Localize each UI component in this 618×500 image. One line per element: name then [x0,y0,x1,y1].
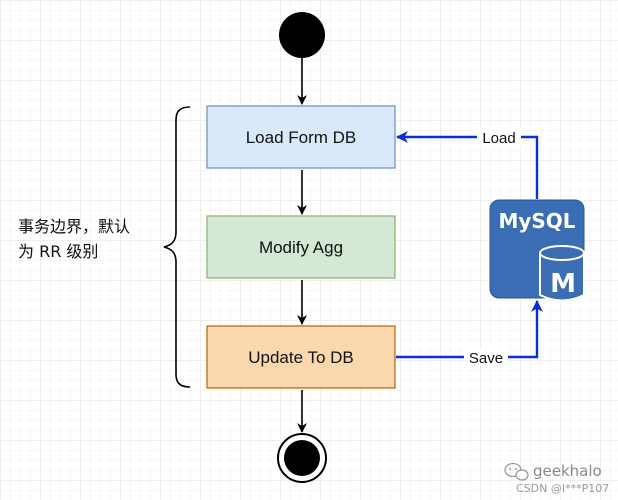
watermark-brand: geekhalo [533,462,602,480]
node-load-form-db[interactable]: Load Form DB [206,105,396,169]
database-cylinder-icon: M [539,245,585,302]
side-note-line1: 事务边界，默认 [18,217,130,236]
mysql-badge-letter: M [550,269,576,299]
watermark-source: CSDN @I***P107 [516,482,609,495]
edge-save-label-bg [464,348,508,366]
mysql-label: MySQL [498,209,575,233]
node-modify-agg[interactable]: Modify Agg [206,215,396,279]
wechat-icon [504,462,529,481]
transaction-brace [163,106,191,388]
edge-load-label-bg [477,128,521,146]
mysql-database-icon[interactable]: MySQL M [489,199,585,302]
start-node [279,12,325,58]
edge-load [396,131,539,199]
edge-save [396,300,543,359]
node-load-label: Load Form DB [246,128,357,147]
node-update-label: Update To DB [248,348,354,367]
side-note-line2: 为 RR 级别 [18,242,98,261]
node-modify-label: Modify Agg [259,238,343,257]
edge-save-label: Save [469,350,503,367]
node-update-to-db[interactable]: Update To DB [206,325,396,389]
end-node [277,433,327,483]
edge-load-label: Load [482,130,515,147]
